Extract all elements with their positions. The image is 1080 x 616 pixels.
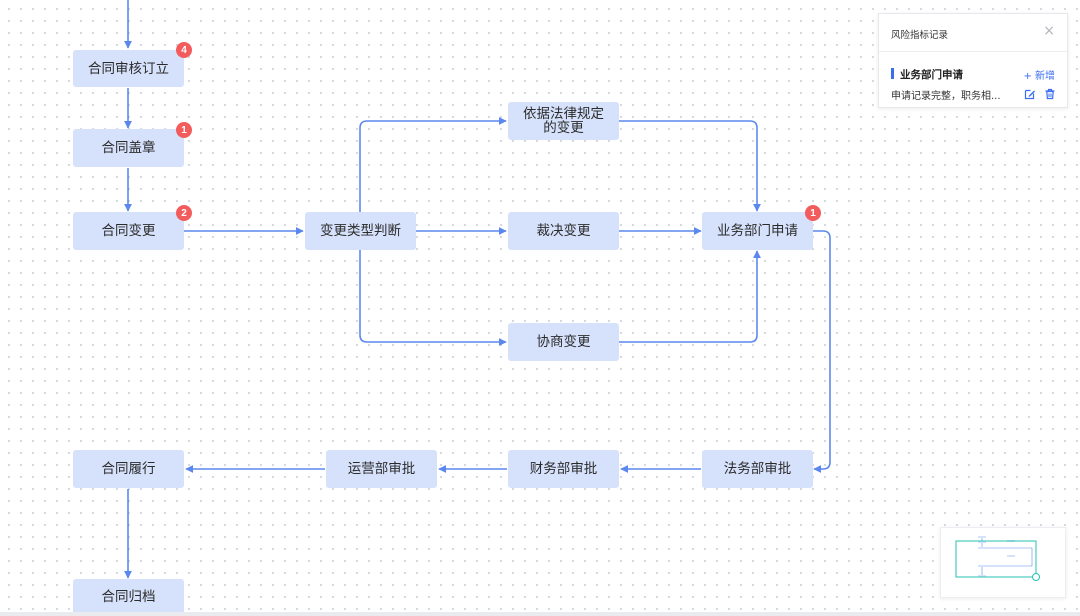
panel-header: 风险指标记录 × <box>879 14 1067 52</box>
trash-icon[interactable] <box>1044 85 1056 104</box>
add-record-button[interactable]: + 新增 <box>1023 71 1055 82</box>
minimap-graph <box>955 536 1040 581</box>
node-contract-change[interactable]: 合同变更 <box>73 212 184 250</box>
node-finance-dept-approval[interactable]: 财务部审批 <box>508 450 619 488</box>
panel-title: 风险指标记录 <box>891 30 949 41</box>
section-accent-bar <box>891 68 894 79</box>
edge-n8-n9 <box>813 230 831 473</box>
node-legal-dept-approval[interactable]: 法务部审批 <box>702 450 813 488</box>
scrollbar-track[interactable] <box>0 612 1080 616</box>
edge-n4-n5 <box>359 117 507 212</box>
node-contract-seal[interactable]: 合同盖章 <box>73 129 184 167</box>
risk-count-badge[interactable]: 1 <box>805 205 821 221</box>
edit-icon[interactable] <box>1024 85 1036 104</box>
minimap[interactable] <box>940 527 1066 598</box>
node-ruling-change[interactable]: 裁决变更 <box>508 212 619 250</box>
edge-n7-n8 <box>619 250 761 343</box>
node-legal-change[interactable]: 依据法律规定的变更 <box>508 102 619 140</box>
risk-count-badge[interactable]: 1 <box>176 122 192 138</box>
node-business-dept-apply[interactable]: 业务部门申请 <box>702 212 813 250</box>
risk-count-badge[interactable]: 2 <box>176 205 192 221</box>
record-text[interactable]: 申请记录完整，职务相... <box>891 91 1001 102</box>
node-contract-review[interactable]: 合同审核订立 <box>73 50 184 87</box>
node-contract-performance[interactable]: 合同履行 <box>73 450 184 488</box>
node-contract-archive[interactable]: 合同归档 <box>73 579 184 615</box>
edge-n5-n8 <box>619 120 761 212</box>
close-icon[interactable]: × <box>1043 23 1055 39</box>
node-negotiated-change[interactable]: 协商变更 <box>508 323 619 361</box>
section-title: 业务部门申请 <box>900 69 963 81</box>
node-operations-dept-approval[interactable]: 运营部审批 <box>326 450 437 488</box>
node-change-type-judge[interactable]: 变更类型判断 <box>305 212 416 250</box>
risk-count-badge[interactable]: 4 <box>176 42 192 58</box>
edge-n4-n7 <box>359 250 507 346</box>
risk-indicator-panel: 风险指标记录 × 业务部门申请 + 新增 申请记录完整，职务相... <box>878 13 1068 108</box>
panel-section: 业务部门申请 + 新增 <box>879 60 1067 86</box>
